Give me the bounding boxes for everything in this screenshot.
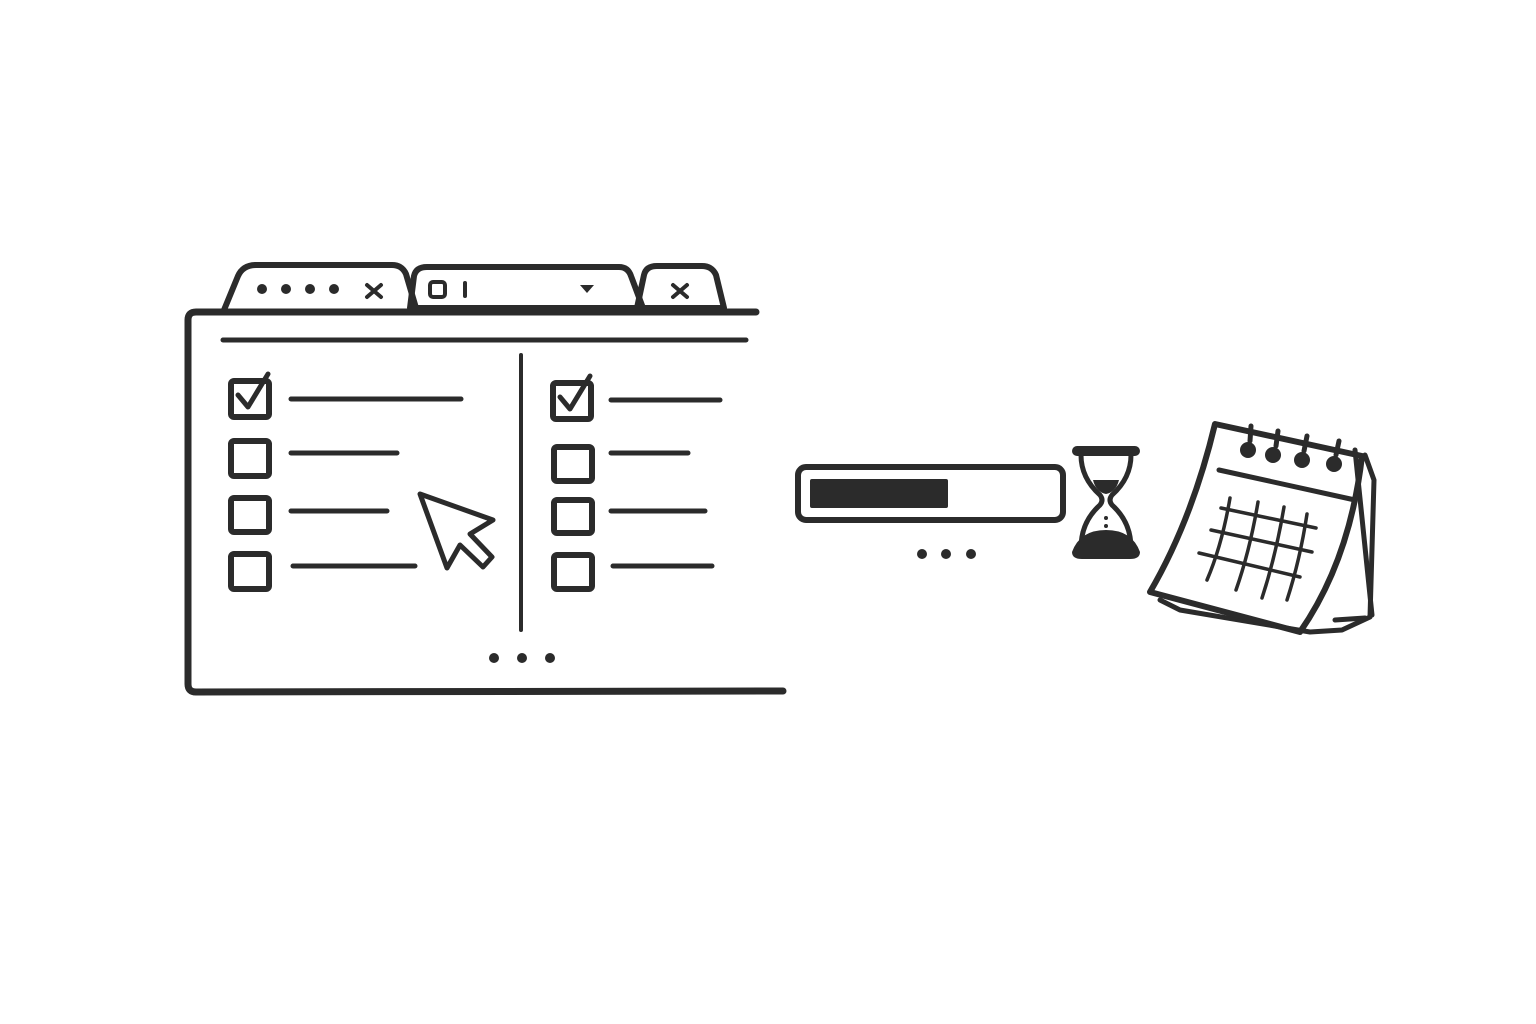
checkbox[interactable] [551,444,595,484]
tab-1[interactable] [221,262,419,313]
checkbox[interactable] [228,495,272,535]
list-item[interactable] [550,373,723,422]
close-icon[interactable] [365,283,383,299]
hourglass-icon [1072,446,1140,559]
check-icon [235,371,271,410]
arrow-cursor-icon [417,491,496,571]
checkbox[interactable] [228,438,272,479]
list-item[interactable] [228,551,418,592]
list-item[interactable] [228,438,400,479]
ellipsis-icon[interactable] [489,653,555,663]
check-icon [557,373,593,412]
list-item[interactable] [551,552,715,592]
tab-3[interactable] [634,263,727,311]
progress-fill [810,479,948,508]
close-icon[interactable] [671,283,689,299]
calendar-icon [1147,421,1377,635]
browser-window [184,308,787,696]
tab-2[interactable] [407,264,646,311]
dots-icon [257,284,339,294]
checkbox-checked[interactable] [550,380,594,422]
checkbox[interactable] [551,497,595,536]
list-item[interactable] [228,495,390,535]
triangle-down-icon[interactable] [580,285,594,293]
left-checklist [228,371,464,592]
list-item[interactable] [551,497,708,536]
window-icon [428,280,447,299]
list-item[interactable] [228,371,464,420]
checkbox[interactable] [228,551,272,592]
checkbox-checked[interactable] [228,378,272,420]
checkbox[interactable] [551,552,595,592]
ellipsis-icon [917,549,976,559]
list-item[interactable] [551,444,691,484]
right-checklist [550,373,723,592]
progress-bar [795,464,1066,523]
